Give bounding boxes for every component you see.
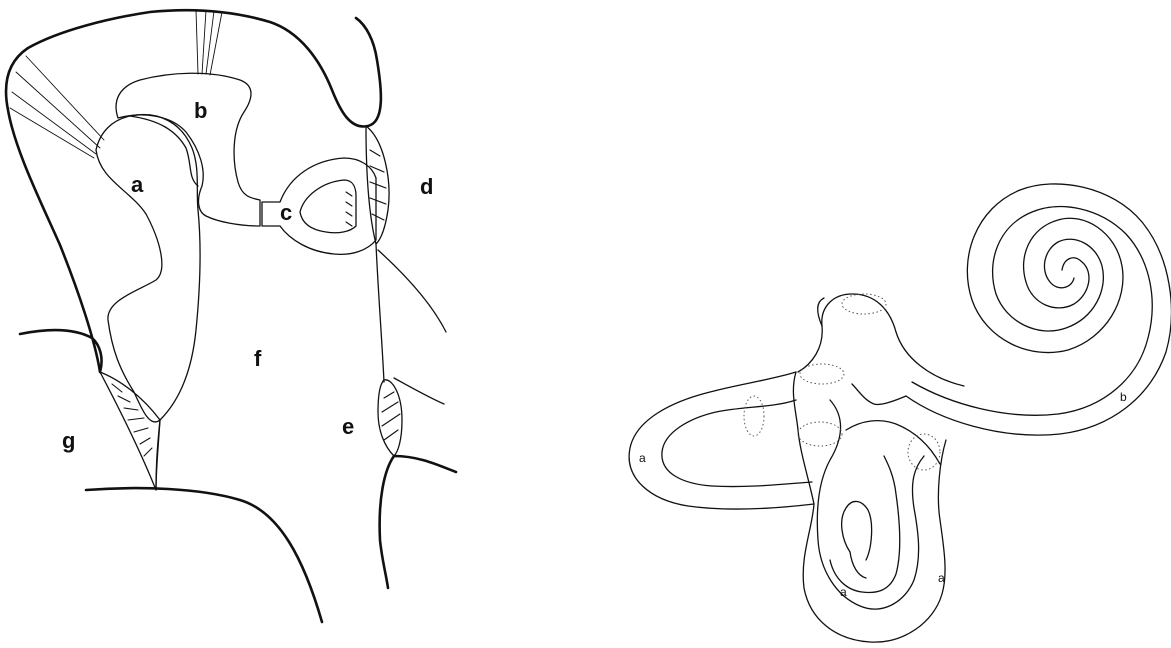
posterior-canal-inner-b <box>842 501 872 560</box>
lower-right-contour <box>380 456 456 588</box>
label-a: a <box>131 172 144 197</box>
cochlear-duct-top <box>798 294 964 386</box>
stapes-hatch <box>346 192 352 226</box>
label-c: c <box>280 200 292 225</box>
label-a-right: a <box>938 571 945 585</box>
posterior-canal-outer <box>846 421 940 464</box>
posterior-canal-link <box>850 552 866 578</box>
lower-floor-contour <box>86 488 322 622</box>
label-e: e <box>342 414 354 439</box>
medial-wall-line-upper <box>378 250 446 332</box>
label-b: b <box>194 98 207 123</box>
round-window-hatching <box>382 392 400 440</box>
oval-window-hatching <box>370 150 386 220</box>
medial-wall-line <box>376 244 384 382</box>
stapes-footplate-loop <box>300 180 356 233</box>
medial-wall-line-lower <box>394 378 444 404</box>
inner-ear-diagram: a a a b <box>629 184 1171 642</box>
ampulla-marker <box>908 434 940 470</box>
lateral-canal-inner <box>662 400 812 487</box>
label-b: b <box>1120 390 1127 404</box>
label-a-bottom: a <box>840 585 847 599</box>
central-canal-left <box>793 372 946 642</box>
label-d: d <box>420 174 433 199</box>
middle-ear-diagram: a b c d e f g <box>6 10 456 622</box>
outer-wall-contour <box>6 10 381 372</box>
lateral-canal-outer <box>629 372 814 509</box>
tympanic-membrane <box>100 372 160 490</box>
tendon-lines-top <box>196 10 222 75</box>
central-canal-right <box>817 400 924 609</box>
tympanic-membrane-hatching <box>112 384 152 456</box>
round-window <box>378 380 402 456</box>
label-a-left: a <box>639 451 646 465</box>
posterior-canal-inner-a <box>830 456 900 592</box>
ampulla-marker <box>800 364 844 384</box>
ampulla-marker <box>798 422 842 446</box>
tendon-lines-left <box>10 56 104 158</box>
malleus-outline <box>96 115 200 422</box>
label-f: f <box>254 346 262 371</box>
label-g: g <box>62 428 75 453</box>
cochlear-duct-bottom <box>852 384 906 405</box>
ampulla-marker <box>744 396 764 436</box>
